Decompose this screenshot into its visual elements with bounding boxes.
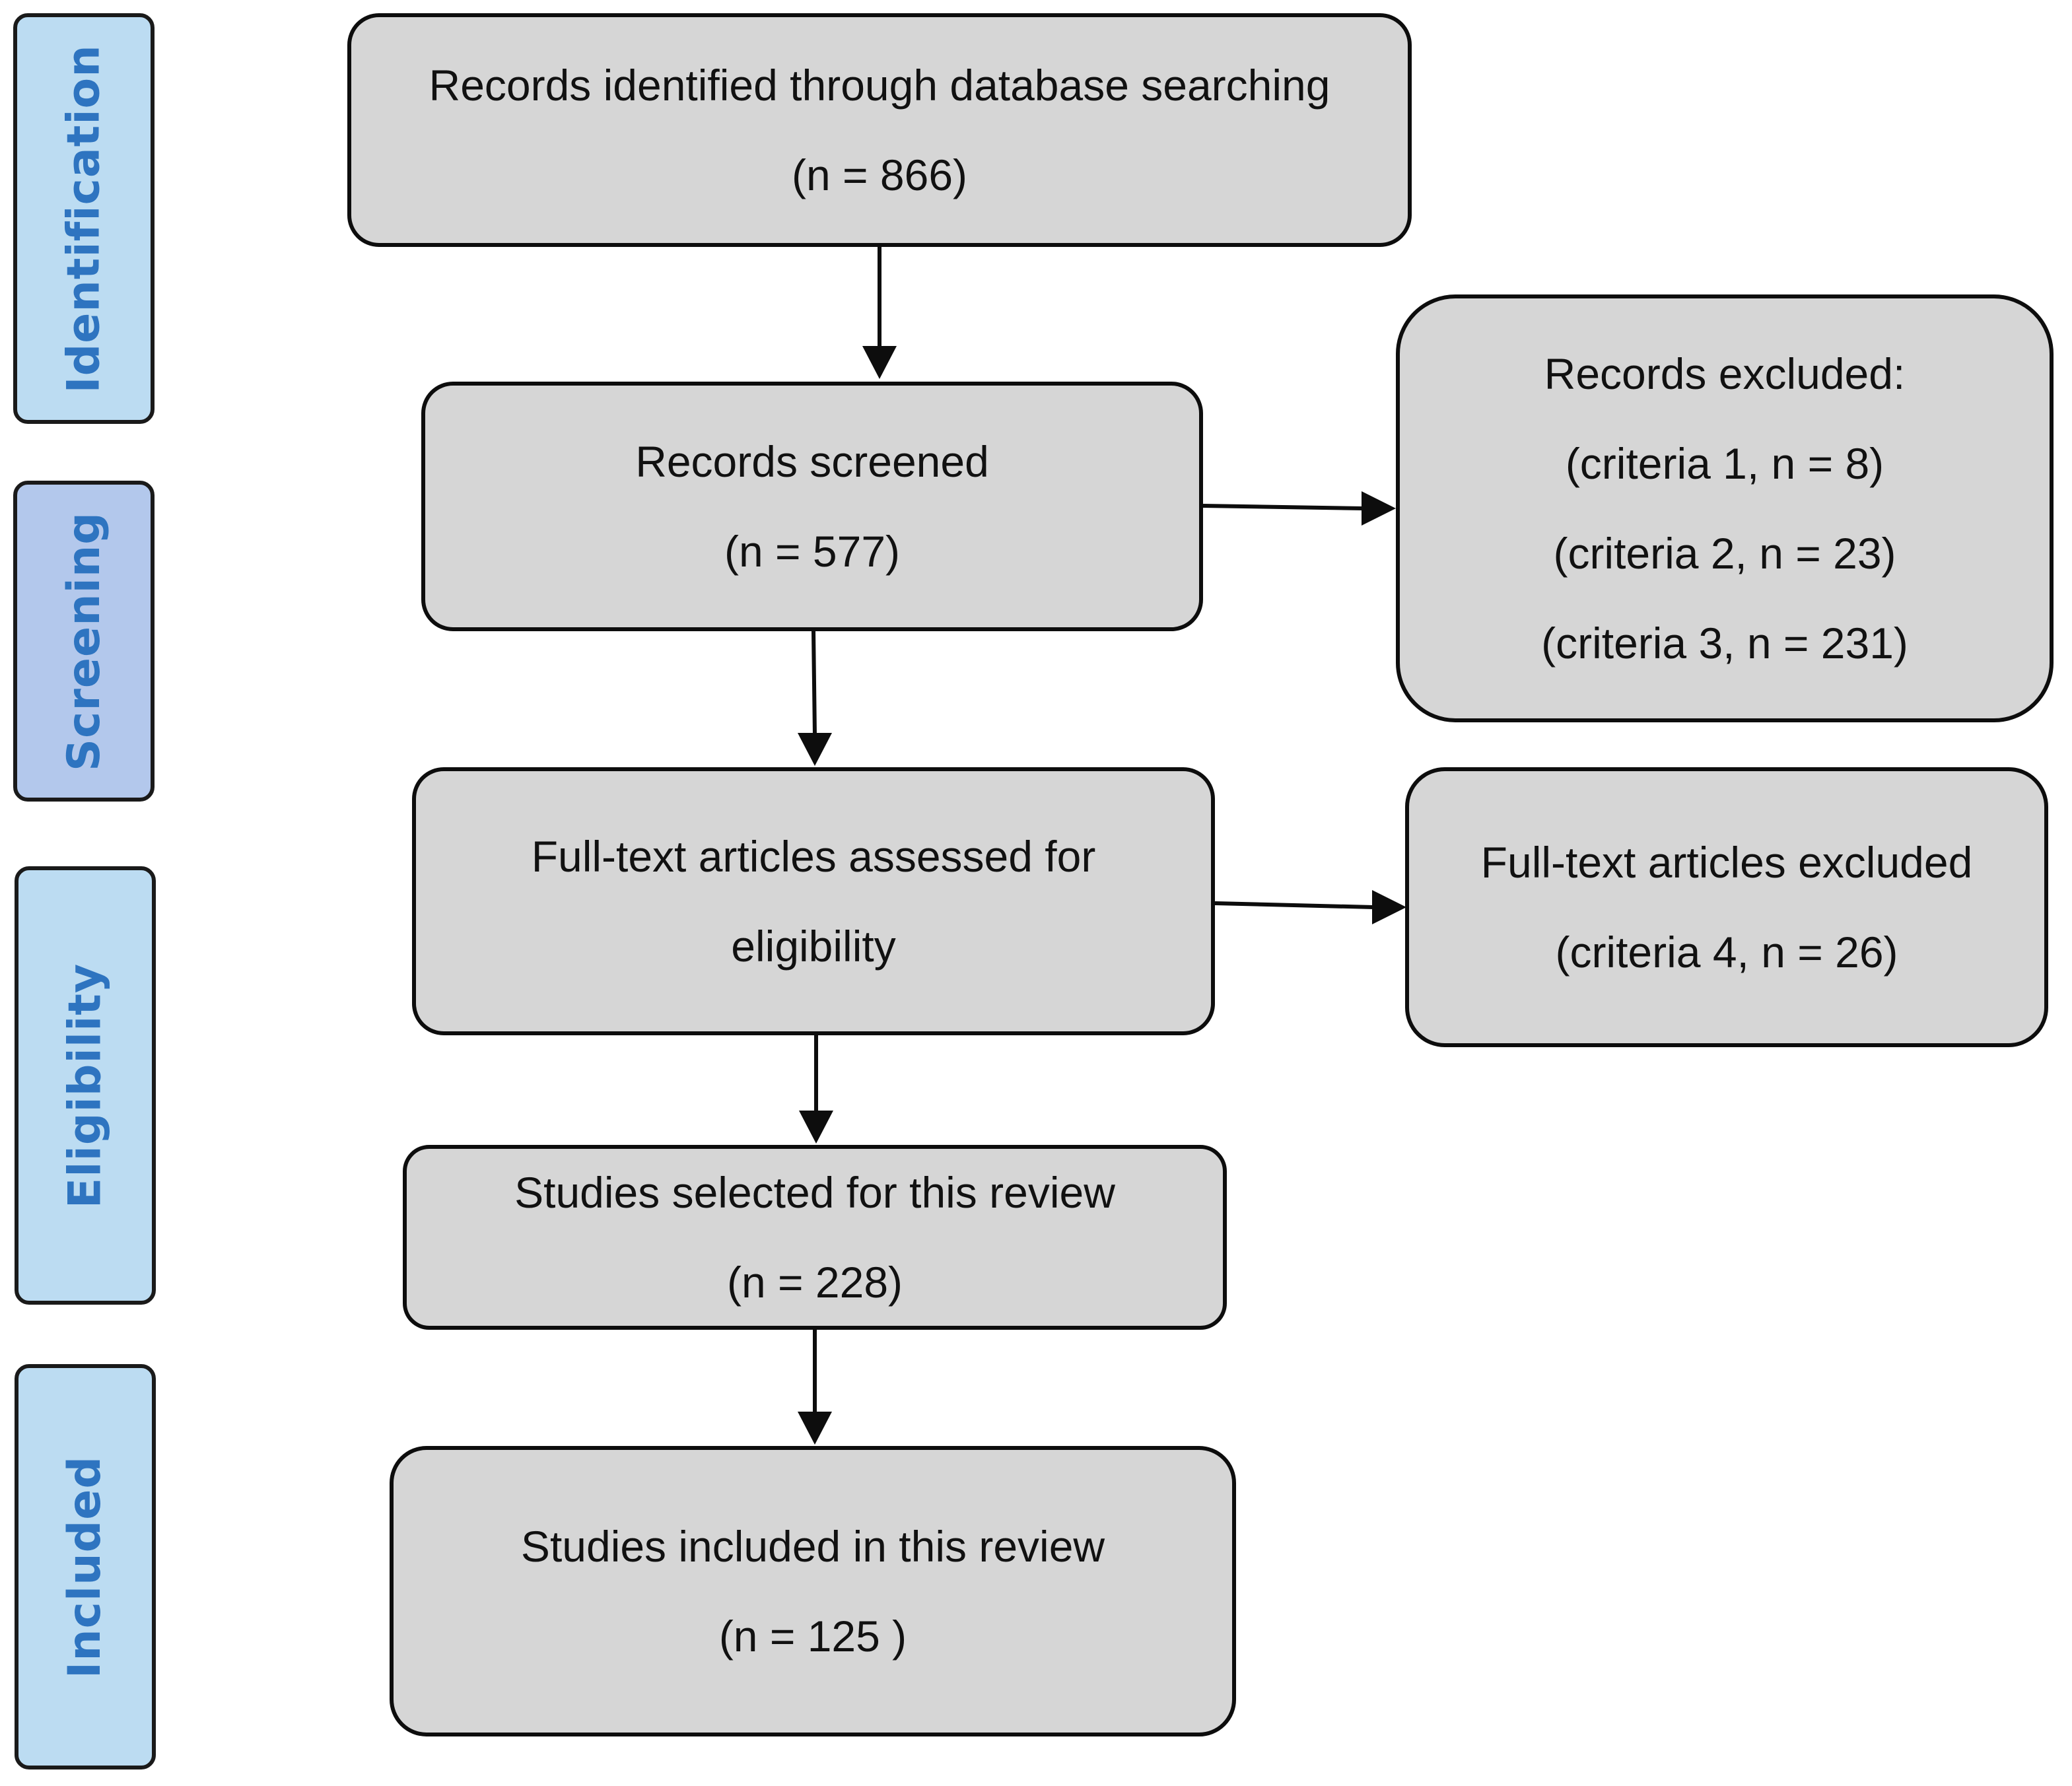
fulltext-assessed-text-2: eligibility (731, 922, 896, 971)
records-screened-count: (n = 577) (724, 527, 900, 576)
records-screened-text: Records screened (635, 437, 989, 486)
arrow-screened-to-excluded (1202, 491, 1396, 526)
studies-selected-box: Studies selected for this review (n = 22… (403, 1145, 1227, 1330)
fulltext-assessed-box: Full-text articles assessed for eligibil… (412, 767, 1215, 1035)
records-identified-text: Records identified through database sear… (429, 61, 1330, 110)
records-screened-box: Records screened (n = 577) (421, 382, 1203, 631)
records-identified-count: (n = 866) (792, 151, 967, 199)
records-excluded-criteria-3: (criteria 3, n = 231) (1541, 619, 1908, 668)
fulltext-assessed-text: Full-text articles assessed for (531, 832, 1096, 881)
studies-included-text: Studies included in this review (520, 1522, 1105, 1571)
records-excluded-criteria-1: (criteria 1, n = 8) (1565, 439, 1884, 488)
stage-identification: Identification (13, 13, 155, 424)
arrow-selected-to-included (798, 1330, 832, 1445)
arrow-screened-to-fulltext (798, 631, 832, 766)
fulltext-excluded-count: (criteria 4, n = 26) (1555, 928, 1898, 977)
records-excluded-box: Records excluded: (criteria 1, n = 8) (c… (1396, 294, 2054, 722)
studies-selected-text: Studies selected for this review (514, 1168, 1115, 1217)
records-excluded-title: Records excluded: (1544, 349, 1906, 398)
studies-included-box: Studies included in this review (n = 125… (390, 1446, 1236, 1736)
arrow-fulltext-to-selected (799, 1035, 833, 1144)
fulltext-excluded-box: Full-text articles excluded (criteria 4,… (1405, 767, 2048, 1047)
stage-included: Included (15, 1364, 156, 1769)
fulltext-excluded-text: Full-text articles excluded (1480, 838, 1973, 887)
records-identified-box: Records identified through database sear… (347, 13, 1412, 247)
arrow-identified-to-screened (862, 247, 897, 379)
arrow-fulltext-to-fulltext-excluded (1214, 890, 1406, 924)
stage-screening: Screening (13, 481, 155, 802)
stage-eligibility: Eligibility (15, 866, 156, 1305)
studies-included-count: (n = 125 ) (718, 1612, 907, 1661)
studies-selected-count: (n = 228) (727, 1258, 903, 1307)
records-excluded-criteria-2: (criteria 2, n = 23) (1553, 529, 1896, 578)
